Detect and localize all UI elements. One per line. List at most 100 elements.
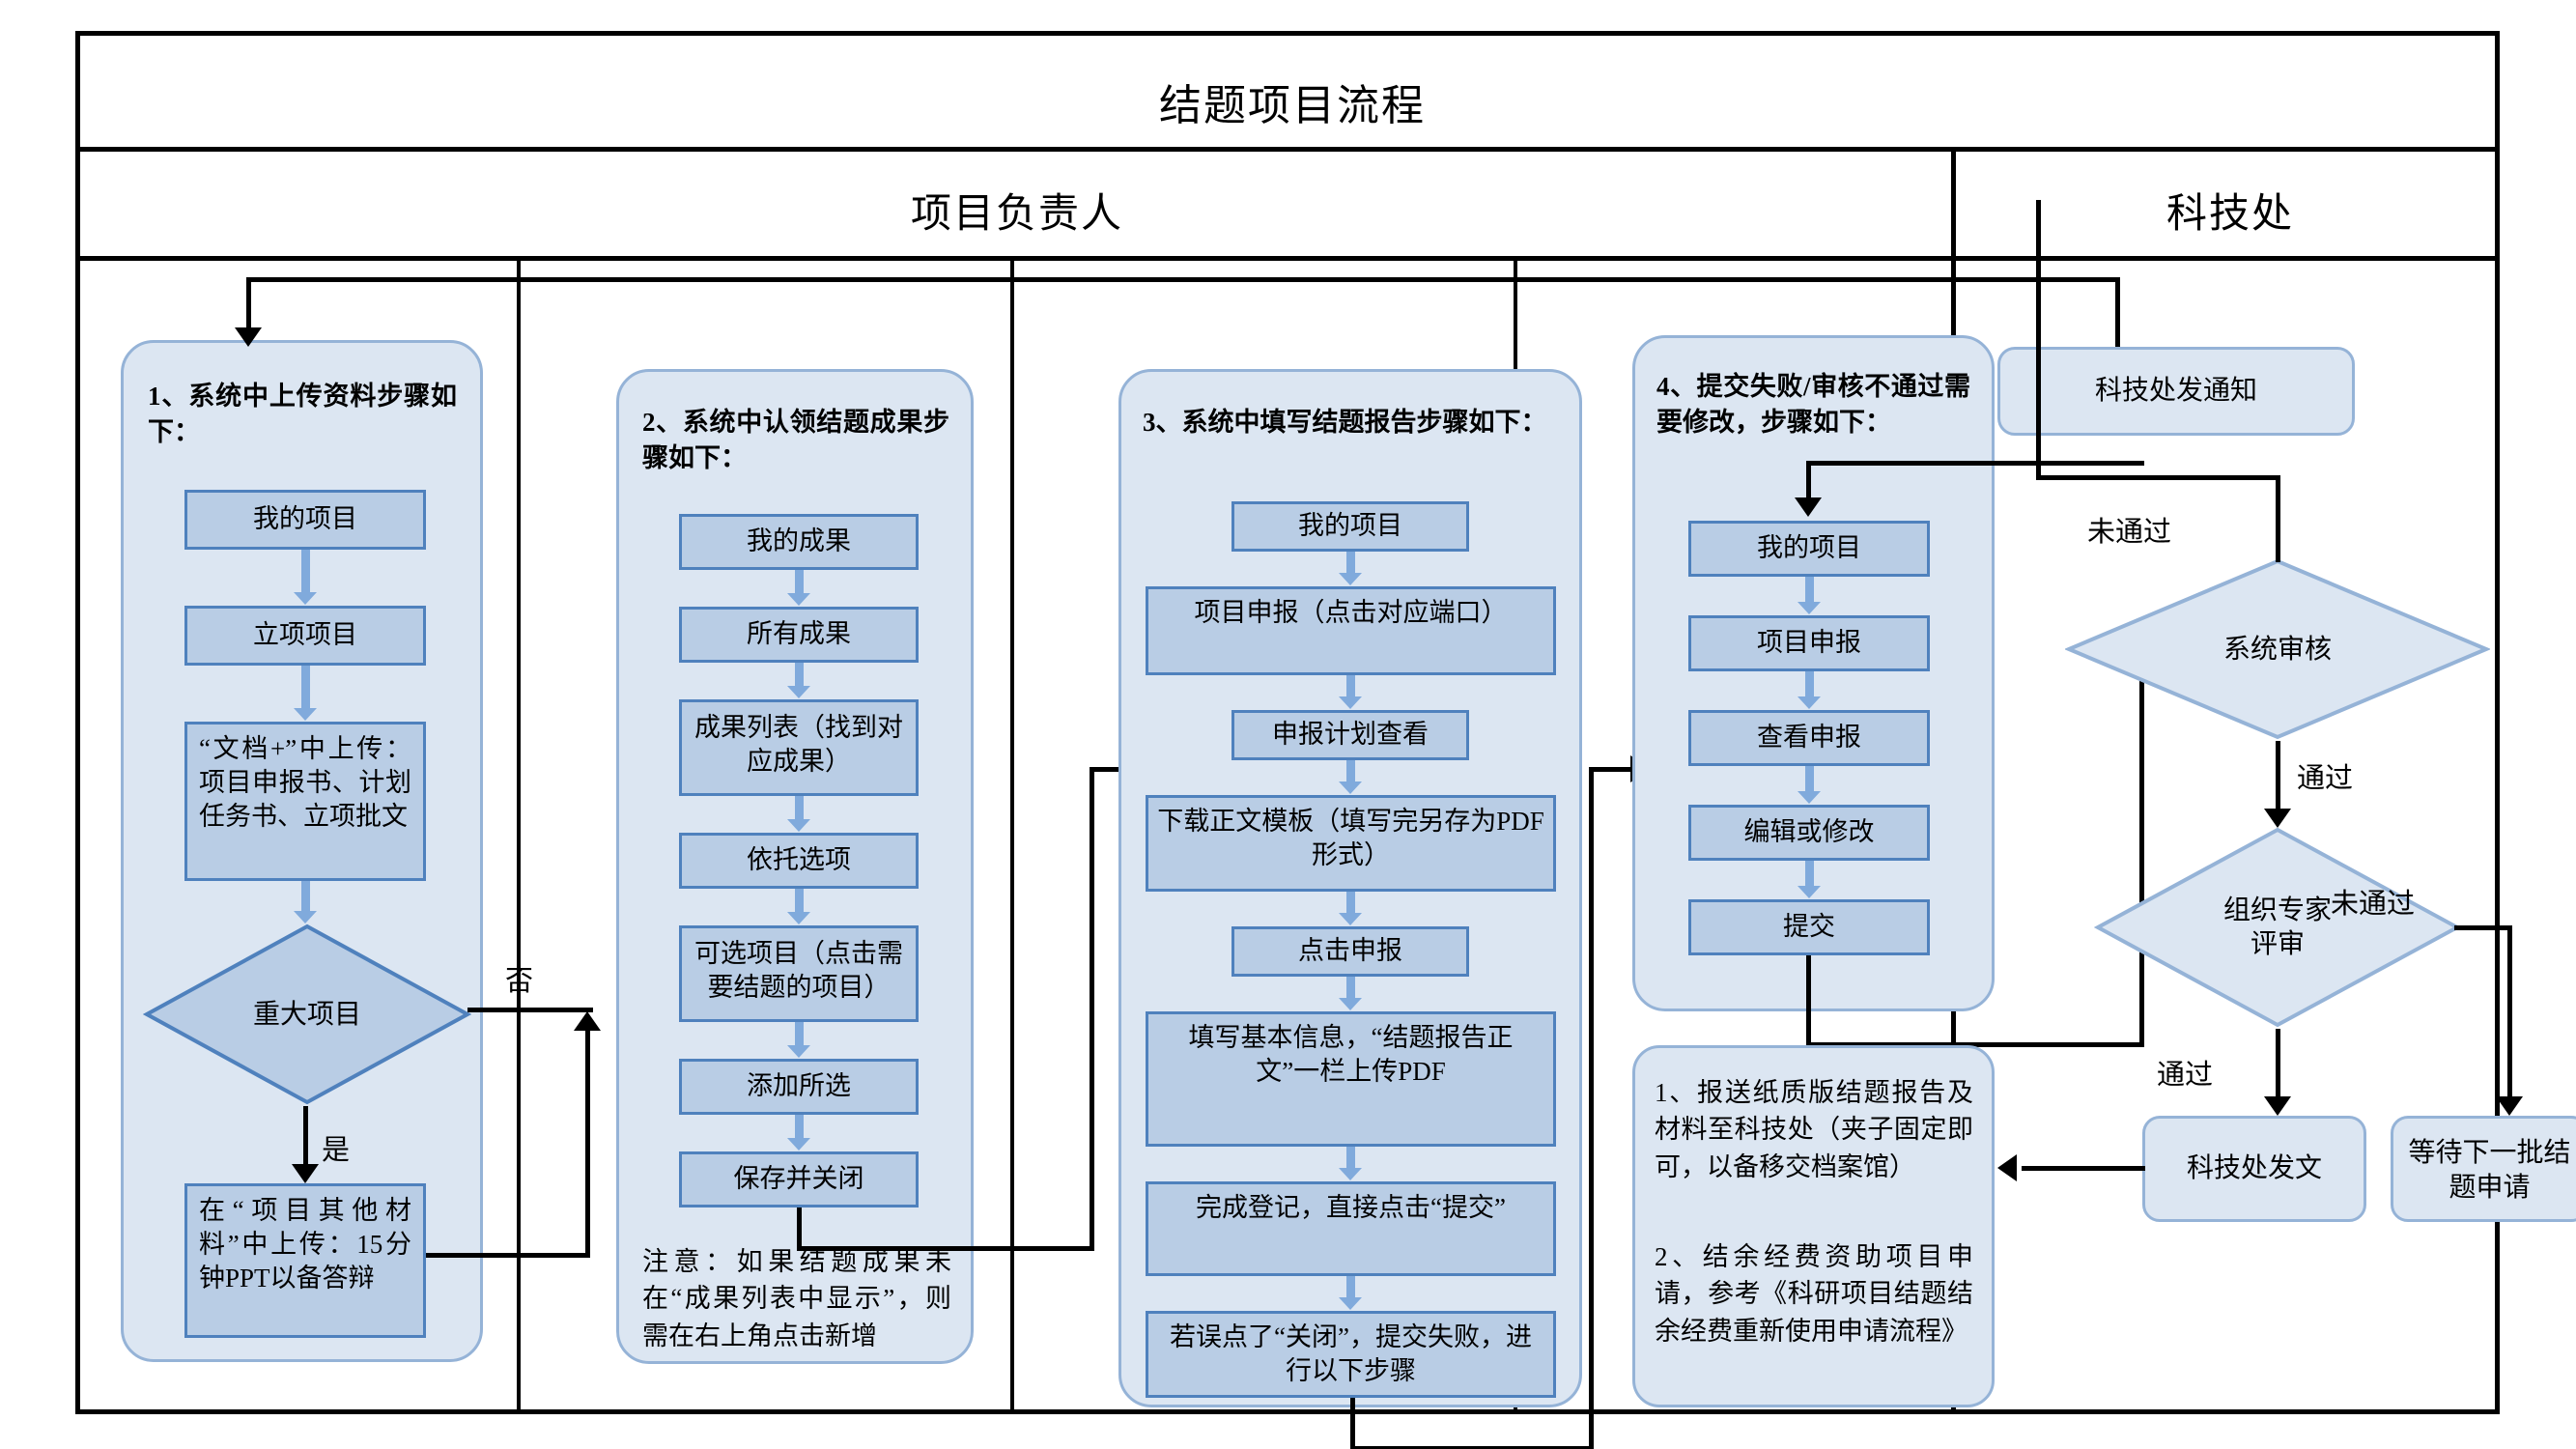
step2-box-6[interactable]: 添加所选 (679, 1059, 919, 1115)
edge-label-pass-top: 通过 (2297, 763, 2354, 794)
edge-col3-out-riser (1589, 767, 1594, 1449)
step3-box-1[interactable]: 我的项目 (1231, 501, 1469, 552)
step2-box-1[interactable]: 我的成果 (679, 514, 919, 570)
step4-box-2[interactable]: 项目申报 (1688, 615, 1930, 671)
edge-label-fail-bottom: 未通过 (2331, 889, 2416, 920)
edge-system-pass-stem (2276, 741, 2280, 818)
decision-expert-review[interactable]: 组织专家 评审 (2093, 826, 2462, 1029)
step3-box-6[interactable]: 填写基本信息，“结题报告正文”一栏上传PDF (1146, 1011, 1556, 1147)
arrow-step2-2-3 (679, 663, 919, 699)
edge-expert-fail-v (2507, 925, 2512, 1104)
decision-expert-review-label: 组织专家 评审 (2094, 826, 2461, 1029)
lane-header-owner: 项目负责人 (910, 192, 1123, 237)
step3-box-7[interactable]: 完成登记，直接点击“提交” (1146, 1181, 1556, 1276)
step3-box-8[interactable]: 若误点了“关闭”，提交失败，进行以下步骤 (1146, 1311, 1556, 1398)
step4-box-1[interactable]: 我的项目 (1688, 521, 1930, 577)
step3-box-4[interactable]: 下载正文模板（填写完另存为PDF形式） (1146, 795, 1556, 892)
step2-box-5[interactable]: 可选项目（点击需要结题的项目） (679, 925, 919, 1022)
edge-major-yes (303, 1106, 308, 1170)
panel-1-heading: 1、系统中上传资料步骤如下： (148, 382, 457, 447)
edge-expert-fail-arrow (2496, 1096, 2523, 1116)
arrow-step2-4-5 (679, 889, 919, 925)
arrow-step2-1-2 (679, 570, 919, 607)
edge-label-no: 否 (505, 966, 534, 997)
dept-notice-box[interactable]: 科技处发通知 (1997, 347, 2355, 436)
step4-box-5[interactable]: 提交 (1688, 899, 1930, 955)
arrow-step2-6-7 (679, 1115, 919, 1151)
diamond-shape (2063, 558, 2492, 740)
step3-box-2[interactable]: 项目申报（点击对应端口） (1146, 586, 1556, 675)
step3-box-3[interactable]: 申报计划查看 (1231, 710, 1469, 760)
edge-col2-out-riser (1090, 767, 1094, 1250)
lane-header-dept: 科技处 (2166, 192, 2294, 237)
decision-system-review[interactable]: 系统审核 (2063, 557, 2492, 741)
entry-arrow-stem (246, 277, 251, 337)
step2-box-2[interactable]: 所有成果 (679, 607, 919, 663)
edge-major-yes-arrowhead (292, 1164, 319, 1183)
panel-2-heading: 2、系统中认领结题成果步骤如下： (642, 408, 949, 473)
edge-to-system-review-h (2036, 475, 2280, 480)
edge-step4-out-riser (2139, 623, 2144, 1047)
decision-major-project[interactable]: 重大项目 (142, 923, 472, 1106)
step4-note-2: 2、结余经费资助项目申请，参考《科研项目结题结余经费重新使用申请流程》 (1655, 1242, 1973, 1346)
step4-note-1: 1、报送纸质版结题报告及材料至科技处（夹子固定即可，以备移交档案馆） (1655, 1078, 1973, 1181)
step2-box-4[interactable]: 依托选项 (679, 833, 919, 889)
column-separator-1 (517, 256, 521, 1414)
arrow-step3-1-2 (1231, 552, 1469, 586)
step1-box-1[interactable]: 我的项目 (184, 490, 426, 550)
edge-expert-pass-v (2276, 1029, 2280, 1104)
column-separator-2 (1010, 256, 1014, 1414)
arrow-step4-2-3 (1688, 671, 1930, 710)
arrow-step1-1-2 (184, 550, 426, 606)
arrow-step4-3-4 (1688, 766, 1930, 805)
edge-riser-vertical (585, 1031, 590, 1255)
step4-box-4[interactable]: 编辑或修改 (1688, 805, 1930, 861)
edge-col3-to-col4 (1589, 767, 1635, 772)
decision-system-review-label: 系统审核 (2222, 634, 2332, 665)
edge-dept-issue-left (2022, 1166, 2145, 1171)
edge-into-step4-horizontal (1806, 461, 2144, 466)
arrow-step3-4-5 (1231, 892, 1469, 926)
panel-3-heading: 3、系统中填写结题报告步骤如下： (1143, 408, 1547, 437)
lane-header-divider (75, 256, 2500, 261)
step2-box-3[interactable]: 成果列表（找到对应成果） (679, 699, 919, 796)
edge-dept-issue-arrow (1997, 1154, 2017, 1181)
arrow-step1-2-3 (184, 666, 426, 722)
step3-box-5[interactable]: 点击申报 (1231, 926, 1469, 977)
panel-step-4-notes (1632, 1045, 1995, 1407)
edge-col2-out-right (797, 1246, 1094, 1251)
step1-box-2[interactable]: 立项项目 (184, 606, 426, 666)
edge-box4-to-riser (426, 1253, 590, 1258)
step2-box-7[interactable]: 保存并关闭 (679, 1151, 919, 1208)
title-divider (75, 147, 2500, 152)
expert-label-line-2: 评审 (2250, 929, 2305, 959)
edge-to-system-review-stem (2276, 475, 2280, 562)
edge-fail-riser-top (2036, 200, 2041, 480)
entry-arrow-source-drop (2115, 277, 2120, 347)
edge-step4-out-right (1806, 1042, 2144, 1047)
arrow-step2-3-4 (679, 796, 919, 833)
edge-expert-fail-h (2454, 925, 2512, 930)
step1-box-3[interactable]: “文档+”中上传：项目申报书、计划任务书、立项批文 (184, 722, 426, 881)
edge-expert-pass-arrow (2264, 1096, 2291, 1116)
edge-col3-out-right (1350, 1446, 1594, 1449)
dept-outcome-pass-box[interactable]: 科技处发文 (2142, 1116, 2366, 1222)
step2-note: 注意：如果结题成果未在“成果列表中显示”，则需在右上角点击新增 (642, 1247, 951, 1350)
arrow-step3-7-8 (1231, 1276, 1469, 1311)
edge-label-fail-top: 未通过 (2087, 517, 2172, 548)
arrow-step3-5-6 (1231, 977, 1469, 1011)
arrow-step3-3-4 (1231, 760, 1469, 795)
diamond-shape (2093, 827, 2462, 1028)
decision-major-project-label: 重大项目 (252, 999, 361, 1030)
edge-step4-out-down (1806, 955, 1811, 1047)
step1-box-4[interactable]: 在“项目其他材料”中上传：15分钟PPT以备答辩 (184, 1183, 426, 1338)
dept-outcome-fail-box[interactable]: 等待下一批结题申请 (2391, 1116, 2576, 1222)
arrow-step1-3-decision (184, 881, 426, 924)
panel-4-heading: 4、提交失败/审核不通过需要修改，步骤如下： (1656, 372, 1970, 438)
step4-box-3[interactable]: 查看申报 (1688, 710, 1930, 766)
entry-arrow-head (235, 327, 262, 347)
edge-col3-out-down (1350, 1398, 1355, 1449)
arrow-step4-1-2 (1688, 577, 1930, 615)
edge-label-pass-bottom: 通过 (2157, 1060, 2214, 1091)
